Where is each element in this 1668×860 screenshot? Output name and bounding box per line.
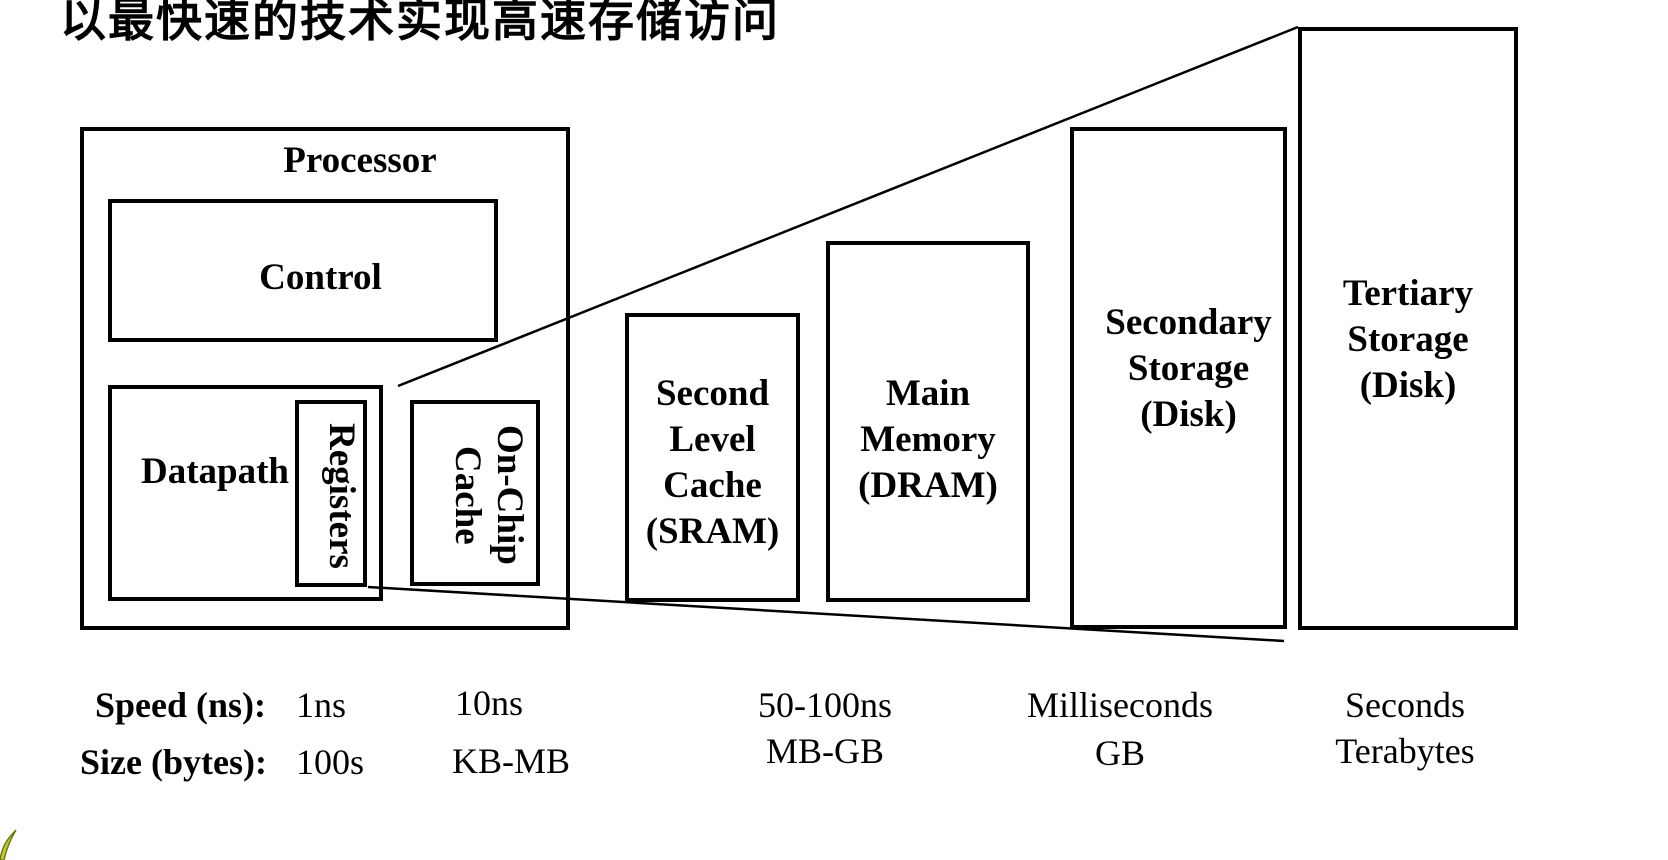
size-label: Size (bytes): (80, 742, 267, 782)
control-label: Control (259, 257, 382, 298)
datapath-label: Datapath (140, 451, 290, 492)
processor-label: Processor (283, 140, 437, 181)
cache-size: KB-MB (452, 741, 571, 781)
control-box (108, 199, 498, 342)
datapath-box (108, 385, 383, 601)
onchip-cache-box (410, 400, 540, 586)
registers-label: Registers (321, 423, 362, 569)
secondary-storage-box (1070, 127, 1287, 629)
main-memory-box (826, 241, 1030, 602)
main-size: MB-GB (765, 731, 885, 771)
cache-speed: 10ns (455, 683, 524, 723)
secondary-storage-label: Secondary Storage (Disk) (1105, 302, 1272, 435)
registers-size: 100s (296, 742, 365, 782)
tertiary-storage-box (1298, 27, 1518, 630)
onchip-cache-label: On-Chip Cache (447, 425, 530, 565)
tertiary-storage-label: Tertiary Storage (Disk) (1342, 273, 1474, 406)
l2-cache-box (625, 313, 800, 602)
tertiary-size: Terabytes (1335, 731, 1475, 771)
slide-title: 以最快速的技术实现高速存储访问 (60, 0, 780, 47)
registers-box (295, 400, 367, 587)
main-speed: 50-100ns (758, 685, 892, 725)
processor-box (80, 127, 570, 630)
tertiary-speed: Seconds (1345, 685, 1465, 725)
l2-cache-label: Second Level Cache (SRAM) (645, 373, 780, 552)
leaf-decoration-icon (0, 829, 17, 860)
secondary-speed: Milliseconds (1027, 685, 1213, 725)
upper-pyramid-line (397, 25, 1299, 388)
speed-label: Speed (ns): (95, 685, 267, 725)
secondary-size: GB (1094, 733, 1145, 773)
main-memory-label: Main Memory (DRAM) (858, 373, 998, 506)
lower-pyramid-line (367, 585, 1285, 643)
registers-speed: 1ns (296, 685, 347, 725)
